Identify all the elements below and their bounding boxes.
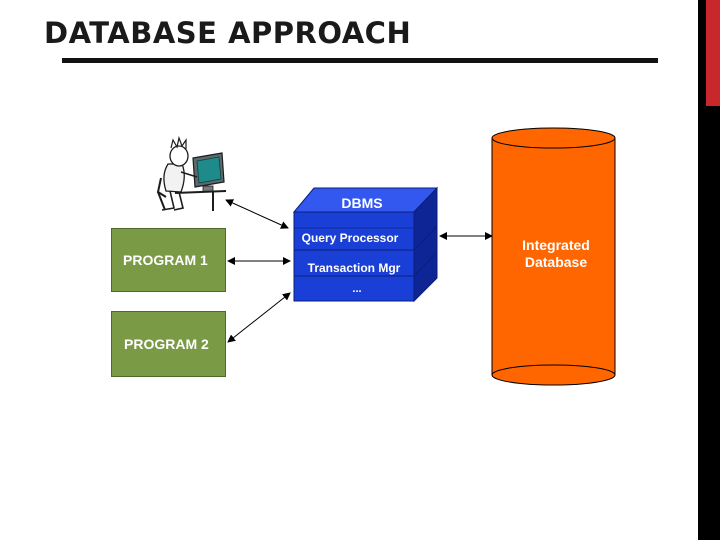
integrated-database-cylinder: Integrated Database bbox=[491, 127, 616, 386]
arrow-program2-dbms bbox=[227, 292, 291, 343]
dbms-component-transaction-mgr: Transaction Mgr bbox=[308, 261, 401, 275]
dbms-box: DBMS Query Processor Transaction Mgr ... bbox=[292, 186, 439, 303]
dbms-component-query-processor: Query Processor bbox=[302, 231, 399, 245]
title-underline bbox=[62, 58, 658, 63]
slide-title: DATABASE APPROACH bbox=[44, 16, 412, 50]
red-accent-tab bbox=[706, 0, 720, 106]
arrow-user-dbms bbox=[225, 199, 289, 229]
program-1-box: PROGRAM 1 bbox=[111, 228, 226, 292]
user-at-computer-icon bbox=[156, 135, 227, 211]
program-2-label: PROGRAM 2 bbox=[124, 336, 209, 352]
right-edge-bar bbox=[698, 0, 720, 540]
database-label-line1: Integrated bbox=[522, 237, 590, 253]
dbms-title: DBMS bbox=[341, 195, 382, 211]
dbms-component-more: ... bbox=[352, 283, 361, 295]
program-1-label: PROGRAM 1 bbox=[123, 252, 208, 268]
program-2-box: PROGRAM 2 bbox=[111, 311, 226, 377]
database-label-line2: Database bbox=[525, 254, 587, 270]
